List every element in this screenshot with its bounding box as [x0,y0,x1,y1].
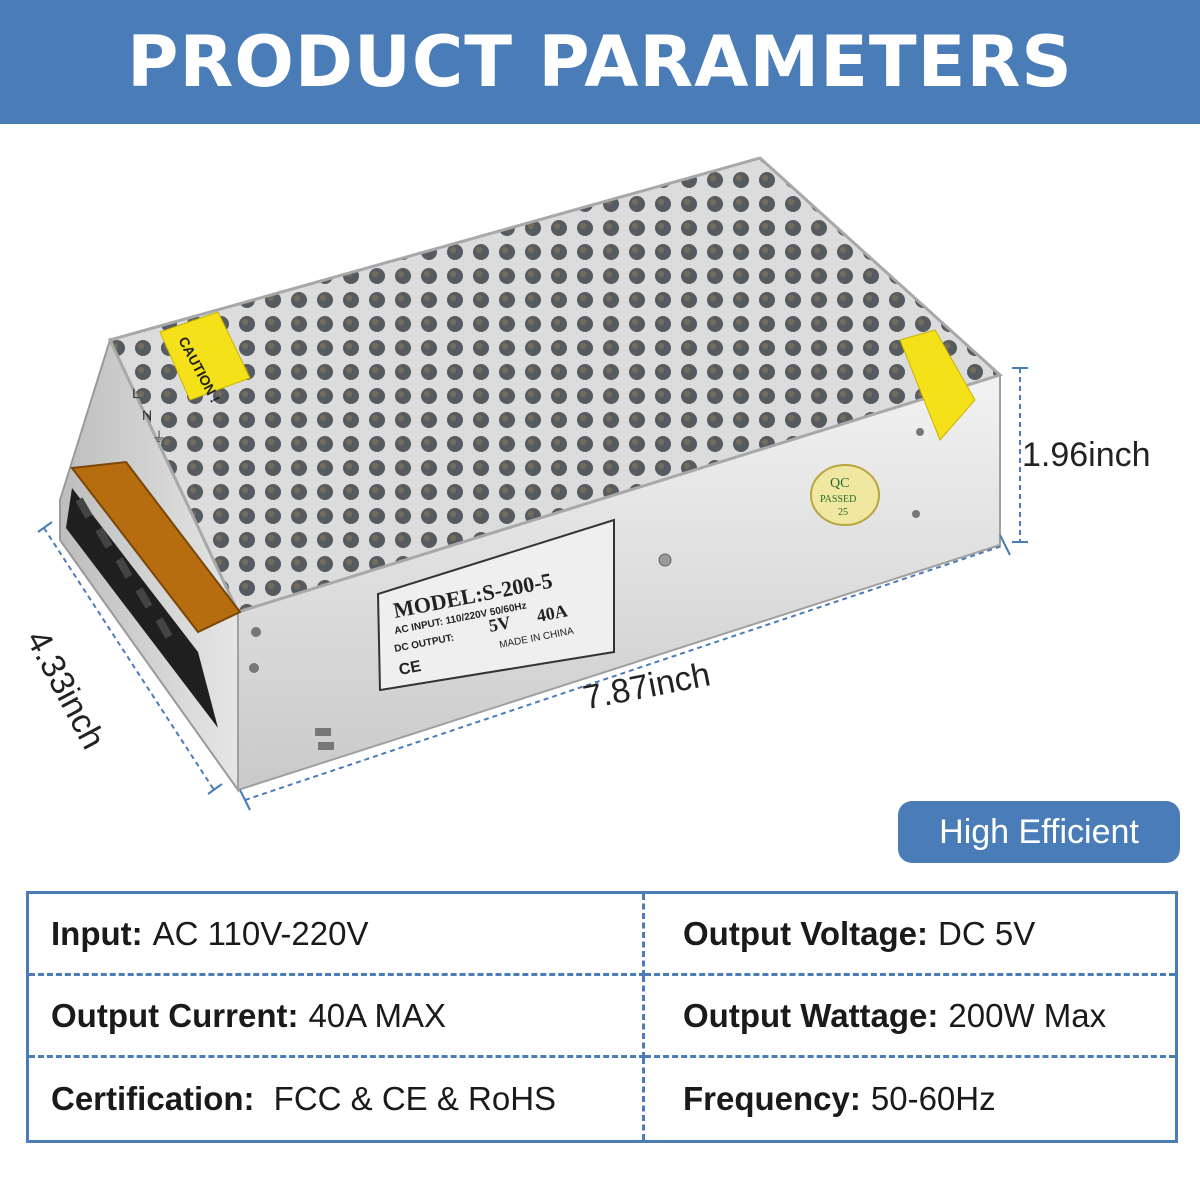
spec-output-current-value: 40A MAX [308,996,447,1034]
terminal-ground-text: ⏚ [152,430,166,446]
terminal-l-text: L [132,385,140,401]
terminal-block: L N ⏚ [66,385,242,728]
spec-output-wattage-value: 200W Max [948,996,1107,1034]
spec-output-current: Output Current: 40A MAX [29,976,645,1058]
high-efficient-badge: High Efficient [898,801,1180,863]
page-title: PRODUCT PARAMETERS [127,21,1073,103]
spec-output-voltage: Output Voltage: DC 5V [645,894,1175,976]
spec-frequency-value: 50-60Hz [870,1080,996,1117]
spec-certification: Certification: FCC & CE & RoHS [29,1058,645,1140]
spec-output-wattage-label: Output Wattage: [683,996,939,1034]
spec-certification-value: FCC & CE & RoHS [264,1080,557,1117]
dimension-lines [37,367,1028,811]
specs-table: Input: AC 110V-220V Output Voltage: DC 5… [26,891,1178,1143]
height-dimension-label: 1.96inch [1022,436,1151,474]
spec-output-wattage: Output Wattage: 200W Max [645,976,1175,1058]
spec-output-current-label: Output Current: [51,996,299,1034]
power-supply-illustration: CAUTION ! QC PASSED 25 MODEL:S-200-5 AC … [37,156,1028,811]
caution-sticker: CAUTION ! [159,311,251,405]
qc-number-text: 25 [838,507,848,518]
terminal-n-text: N [142,407,152,423]
spec-certification-label: Certification: [51,1080,255,1117]
header-banner: PRODUCT PARAMETERS [0,0,1200,124]
spec-frequency-label: Frequency: [683,1080,861,1117]
spec-input: Input: AC 110V-220V [29,894,645,976]
voltage-text: 5V [487,612,512,636]
product-illustration-area: CAUTION ! QC PASSED 25 MODEL:S-200-5 AC … [0,124,1200,814]
qc-text: QC [830,476,849,491]
qc-passed-text: PASSED [820,494,856,505]
spec-output-voltage-value: DC 5V [938,914,1036,952]
ce-mark-text: CE [398,658,423,679]
spec-input-label: Input: [51,914,143,952]
spec-frequency: Frequency: 50-60Hz [645,1058,1175,1140]
model-label: MODEL:S-200-5 AC INPUT: 110/220V 50/60Hz… [376,518,615,692]
perforated-top-cover [107,156,1003,614]
qc-sticker: QC PASSED 25 [810,464,880,526]
spec-input-value: AC 110V-220V [152,914,369,952]
spec-output-voltage-label: Output Voltage: [683,914,929,952]
warranty-sticker [899,329,976,441]
